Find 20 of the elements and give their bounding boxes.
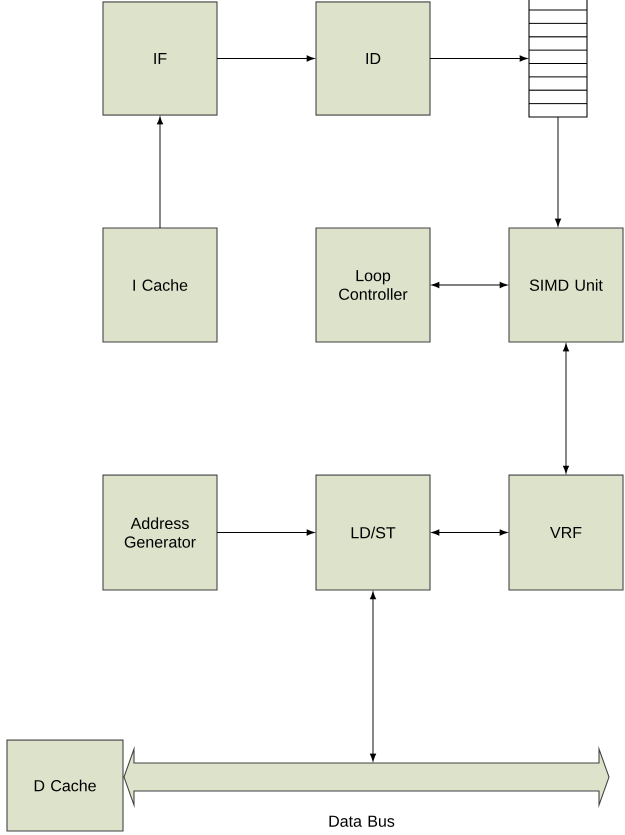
block-box: Address Generator xyxy=(102,474,218,590)
block-box: D Cache xyxy=(6,740,124,832)
block-box: LD/ST xyxy=(315,474,431,590)
arrow xyxy=(216,530,314,536)
arrow xyxy=(432,530,508,536)
arrow xyxy=(555,116,562,226)
arrow xyxy=(563,344,570,474)
block-box: Loop Controller xyxy=(315,227,431,343)
arrow xyxy=(216,56,314,62)
block-box: IF xyxy=(102,1,218,116)
arrow xyxy=(157,116,164,228)
arrow xyxy=(370,592,376,762)
arrow xyxy=(430,56,528,62)
block-box: ID xyxy=(315,1,431,116)
arrow xyxy=(432,282,508,288)
block-box: I Cache xyxy=(102,227,218,343)
block-box: VRF xyxy=(508,474,624,590)
bus-label: Data Bus xyxy=(329,816,394,827)
block-box: SIMD Unit xyxy=(508,227,624,343)
queue-drawing xyxy=(528,0,588,118)
